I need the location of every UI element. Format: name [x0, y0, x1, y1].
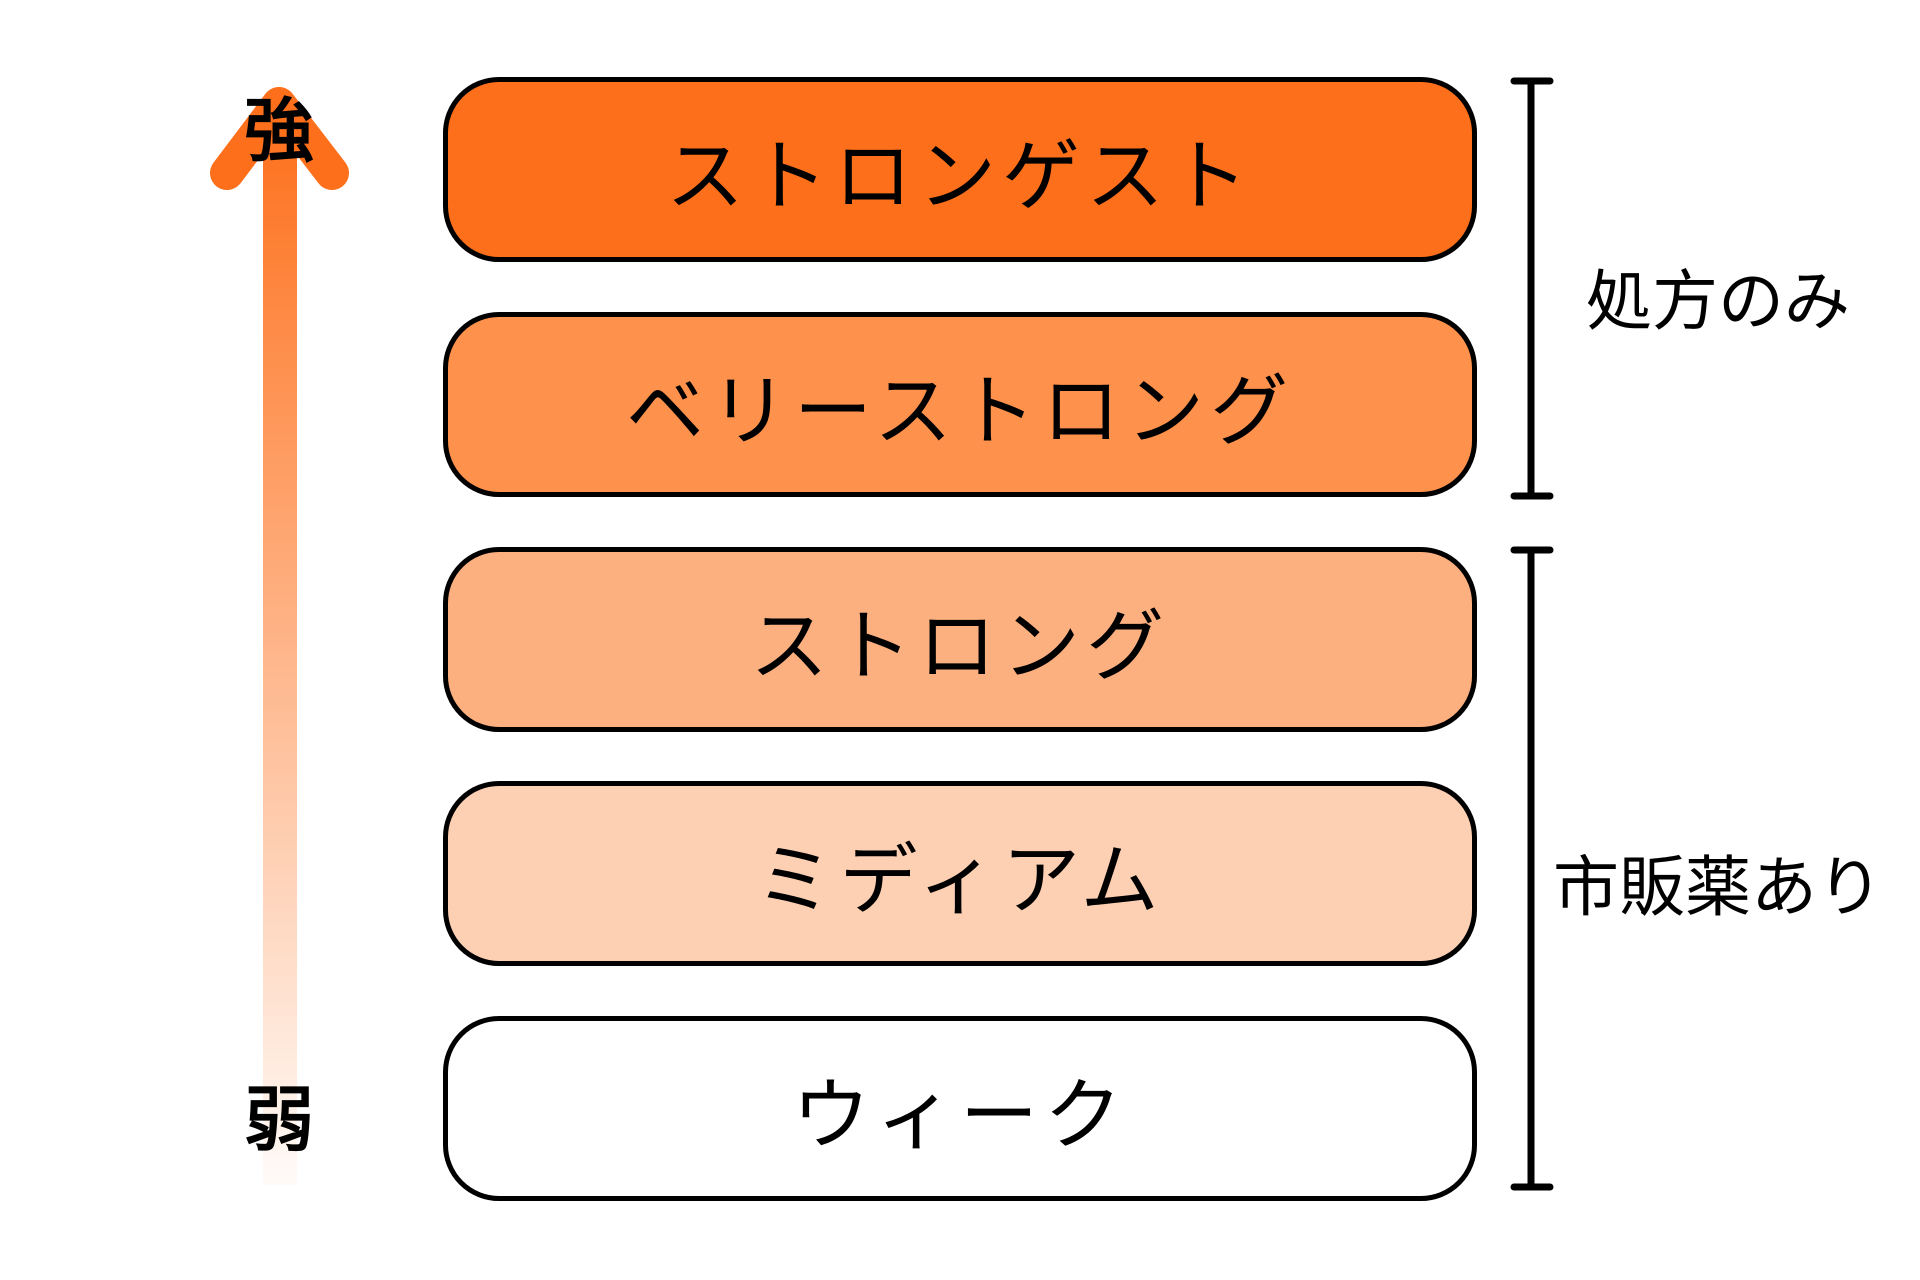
level-label: ベリーストロング — [625, 366, 1295, 457]
level-strong: ストロング — [443, 547, 1477, 732]
level-label: ストロンゲスト — [665, 131, 1254, 222]
level-weak: ウィーク — [443, 1016, 1477, 1201]
weak-label: 弱 — [244, 1079, 314, 1161]
level-label: ミディアム — [755, 835, 1165, 926]
level-strongest: ストロンゲスト — [443, 77, 1477, 262]
level-label: ウィーク — [791, 1070, 1128, 1161]
arrow-head — [210, 87, 349, 190]
group-label-prescription: 処方のみ — [1586, 263, 1850, 340]
level-label: ストロング — [749, 601, 1170, 692]
strength-arrow — [210, 87, 349, 1185]
level-medium: ミディアム — [443, 781, 1477, 966]
strong-label: 強 — [244, 90, 314, 172]
bracket-otc — [1510, 546, 1554, 1191]
level-very-strong: ベリーストロング — [443, 312, 1477, 497]
group-label-otc: 市販薬あり — [1553, 849, 1883, 926]
bracket-prescription — [1510, 77, 1554, 500]
arrow-shaft — [263, 110, 297, 1185]
